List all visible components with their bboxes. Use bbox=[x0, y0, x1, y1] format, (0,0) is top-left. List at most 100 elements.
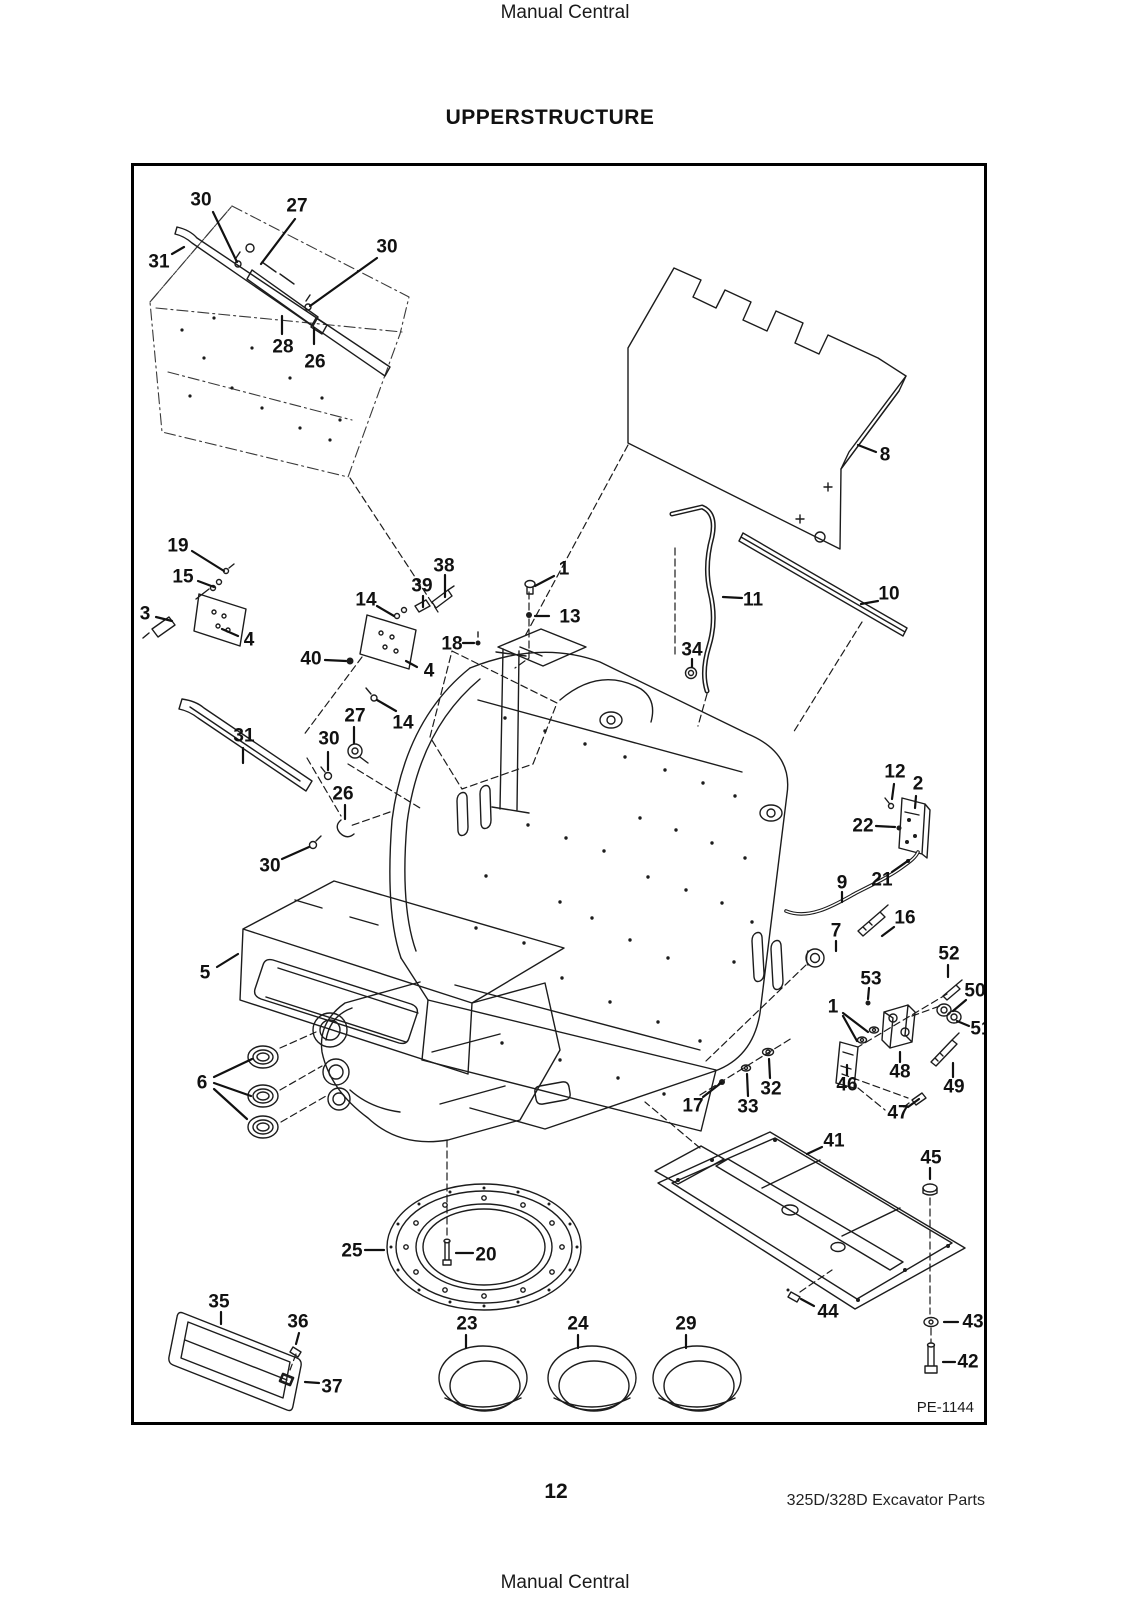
figure-code: PE-1144 bbox=[916, 1399, 974, 1416]
clamp-27 bbox=[347, 743, 363, 759]
callout-5: 5 bbox=[200, 963, 211, 984]
callout-leader-6 bbox=[212, 1081, 253, 1098]
callout-42: 42 bbox=[957, 1352, 978, 1373]
beam-5 bbox=[239, 880, 565, 1075]
deck-hole-dots bbox=[474, 716, 754, 1096]
callout-30: 30 bbox=[259, 856, 280, 877]
callout-2: 2 bbox=[913, 774, 924, 795]
callout-leader-30 bbox=[308, 256, 379, 308]
bolt-52 bbox=[942, 979, 963, 1001]
callout-leader-47 bbox=[906, 1097, 921, 1109]
bolt-16 bbox=[857, 904, 889, 937]
callout-leader-6 bbox=[212, 1057, 254, 1079]
callout-7: 7 bbox=[831, 921, 842, 942]
page-number: 12 bbox=[544, 1480, 568, 1503]
diagram-art bbox=[142, 205, 966, 1412]
callout-52: 52 bbox=[938, 944, 959, 965]
bottom-watermark: Manual Central bbox=[500, 1572, 630, 1593]
callout-21: 21 bbox=[871, 870, 893, 891]
callout-33: 33 bbox=[737, 1097, 758, 1118]
bolt-30-d bbox=[308, 840, 318, 850]
handle-slot bbox=[253, 958, 419, 1045]
callout-leader-53 bbox=[866, 986, 871, 1001]
bolt-12 bbox=[887, 802, 895, 810]
callout-leader-51 bbox=[955, 1019, 971, 1028]
doc-title: 325D/328D Excavator Parts bbox=[786, 1492, 985, 1509]
callout-leader-15 bbox=[196, 579, 216, 589]
callout-leader-37 bbox=[303, 1380, 321, 1385]
callout-40: 40 bbox=[300, 649, 321, 670]
callout-1: 1 bbox=[828, 997, 839, 1018]
washer-43 bbox=[923, 1316, 939, 1328]
clip-26 bbox=[336, 819, 355, 838]
clamp-26-top bbox=[310, 317, 328, 335]
bolt-3 bbox=[142, 616, 176, 639]
screw-36 bbox=[289, 1346, 302, 1358]
callout-26: 26 bbox=[304, 352, 325, 373]
bolt-20 bbox=[442, 1241, 452, 1266]
callout-9: 9 bbox=[837, 873, 848, 894]
callout-46: 46 bbox=[836, 1075, 857, 1096]
callout-30: 30 bbox=[318, 729, 339, 750]
callout-31: 31 bbox=[233, 726, 255, 747]
rod-31-mid bbox=[178, 698, 313, 792]
nut-50 bbox=[936, 1003, 952, 1017]
callout-leader-12 bbox=[890, 782, 896, 801]
callout-leader-44 bbox=[799, 1297, 816, 1308]
screw-53 bbox=[865, 1000, 871, 1006]
callout-34: 34 bbox=[681, 640, 703, 661]
latch-2 bbox=[898, 797, 931, 859]
deck-slot bbox=[479, 784, 492, 830]
callout-leader-16 bbox=[880, 925, 896, 938]
callout-leader-6 bbox=[212, 1087, 249, 1121]
strip-10 bbox=[738, 532, 908, 637]
tray-41 bbox=[657, 1131, 966, 1310]
nut-14 bbox=[393, 612, 401, 620]
slew-ring-25 bbox=[386, 1183, 582, 1311]
callout-11: 11 bbox=[743, 590, 764, 611]
callout-leader-10 bbox=[859, 599, 880, 606]
callout-leader-41 bbox=[805, 1145, 824, 1156]
bracket-48 bbox=[881, 1004, 916, 1049]
callout-leader-22 bbox=[874, 824, 897, 829]
top-watermark: Manual Central bbox=[500, 2, 630, 23]
plate-4-right bbox=[359, 614, 417, 670]
callout-26: 26 bbox=[332, 784, 353, 805]
ball-40 bbox=[346, 657, 354, 665]
cover-8 bbox=[627, 267, 907, 550]
callout-48: 48 bbox=[889, 1062, 910, 1083]
callout-20: 20 bbox=[475, 1245, 496, 1266]
callout-leader-4 bbox=[220, 627, 240, 638]
callout-leader-32 bbox=[767, 1057, 772, 1080]
bolt-49 bbox=[930, 1032, 960, 1067]
callout-37: 37 bbox=[321, 1377, 342, 1398]
callout-leader-14 bbox=[375, 698, 398, 713]
callout-19: 19 bbox=[167, 536, 188, 557]
callout-leader-8 bbox=[856, 443, 878, 454]
boss bbox=[599, 711, 623, 729]
callout-53: 53 bbox=[860, 969, 881, 990]
front-band bbox=[421, 999, 717, 1132]
callout-35: 35 bbox=[208, 1292, 230, 1313]
bolt-30-b bbox=[304, 303, 312, 311]
callout-leader-1 bbox=[533, 574, 556, 588]
callout-44: 44 bbox=[817, 1302, 839, 1323]
callout-3: 3 bbox=[140, 604, 151, 625]
callout-leader-3 bbox=[154, 615, 174, 623]
deck-outline bbox=[469, 651, 789, 1130]
callout-22: 22 bbox=[852, 816, 873, 837]
callout-leader-30 bbox=[280, 845, 311, 861]
callout-leader-19 bbox=[190, 549, 226, 573]
callout-36: 36 bbox=[287, 1312, 308, 1333]
callout-4: 4 bbox=[244, 630, 255, 651]
callout-29: 29 bbox=[675, 1314, 696, 1335]
washer-1 bbox=[868, 1026, 880, 1034]
fender-arc bbox=[389, 667, 481, 959]
callout-leader-27 bbox=[259, 217, 297, 266]
callout-leader-1 bbox=[841, 1011, 870, 1034]
deck-slot bbox=[456, 791, 469, 837]
callout-leader-31 bbox=[170, 245, 186, 256]
callout-27: 27 bbox=[286, 196, 307, 217]
callout-leader-50 bbox=[951, 998, 968, 1013]
